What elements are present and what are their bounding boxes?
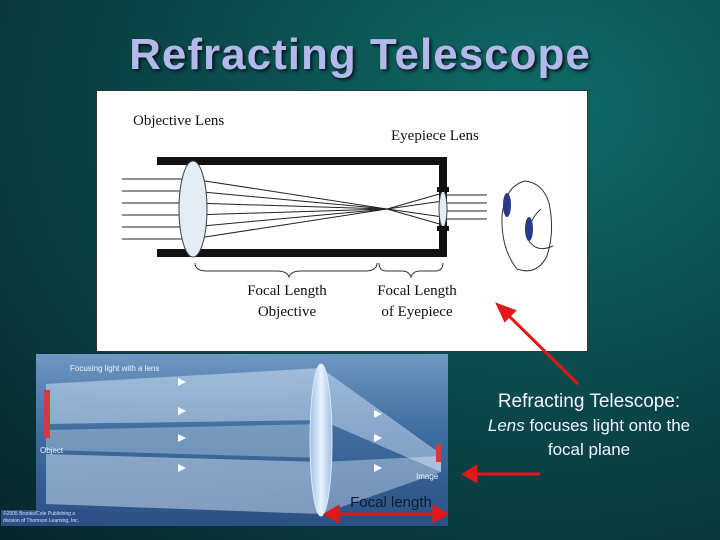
objective-lens-label: Objective Lens: [133, 113, 225, 129]
focal-plane-head: [461, 464, 478, 484]
focal-length-label: Focal length: [350, 494, 432, 511]
caption-line2: Lens focuses light onto the: [458, 414, 720, 438]
credit-line-1: ©2005 Brooks/Cole Publishing a: [3, 511, 76, 517]
ray-arrows: [178, 378, 382, 472]
focal-eyepiece-line2: of Eyepiece: [381, 304, 453, 320]
lens-focusing-illustration: Focusing light with a lens Object Image …: [36, 354, 448, 526]
photo-heading: Focusing light with a lens: [70, 364, 160, 373]
focal-objective-line2: Objective: [257, 304, 317, 320]
eye-icon: [501, 180, 554, 272]
slide-title: Refracting Telescope: [129, 30, 591, 79]
photo-credit: ©2005 Brooks/Cole Publishing a division …: [1, 510, 103, 526]
caption-line1: Refracting Telescope:: [497, 391, 681, 412]
credit-line-2: division of Thomson Learning, Inc.: [3, 518, 80, 524]
focusing-light-graphic: [44, 363, 441, 517]
incoming-rays: [122, 178, 487, 240]
focal-braces: [194, 262, 444, 279]
object-marker: [44, 390, 50, 438]
convex-lens-shape: [309, 363, 333, 517]
focal-objective-line1: Focal Length: [247, 283, 327, 299]
caption-line3: focal plane: [547, 440, 631, 459]
focal-length-eyepiece-label: Focal Length of Eyepiece: [357, 281, 477, 323]
focal-eyepiece-line1: Focal Length: [377, 283, 457, 299]
tube-bottom-wall: [157, 249, 447, 257]
eyepiece-lens-label: Eyepiece Lens: [391, 128, 479, 144]
object-label: Object: [40, 446, 64, 455]
telescope-diagram: Objective Lens Eyepiece Lens Focal Lengt…: [96, 90, 588, 352]
telescope-caption: Refracting Telescope: Lens focuses light…: [458, 390, 720, 462]
telescope-schematic: [122, 157, 554, 279]
caption-lens-word: Lens: [487, 416, 525, 435]
upper-beam: [46, 368, 321, 424]
lower-beam: [46, 454, 321, 514]
image-marker: [436, 444, 441, 462]
objective-lens-shape: [178, 160, 208, 258]
image-label: Image: [416, 472, 439, 481]
caption-line2-rest: focuses light onto the: [524, 416, 691, 435]
tube-top-wall: [157, 157, 447, 165]
focal-length-objective-label: Focal Length Objective: [227, 281, 347, 323]
eyepiece-lens-shape: [438, 190, 448, 228]
